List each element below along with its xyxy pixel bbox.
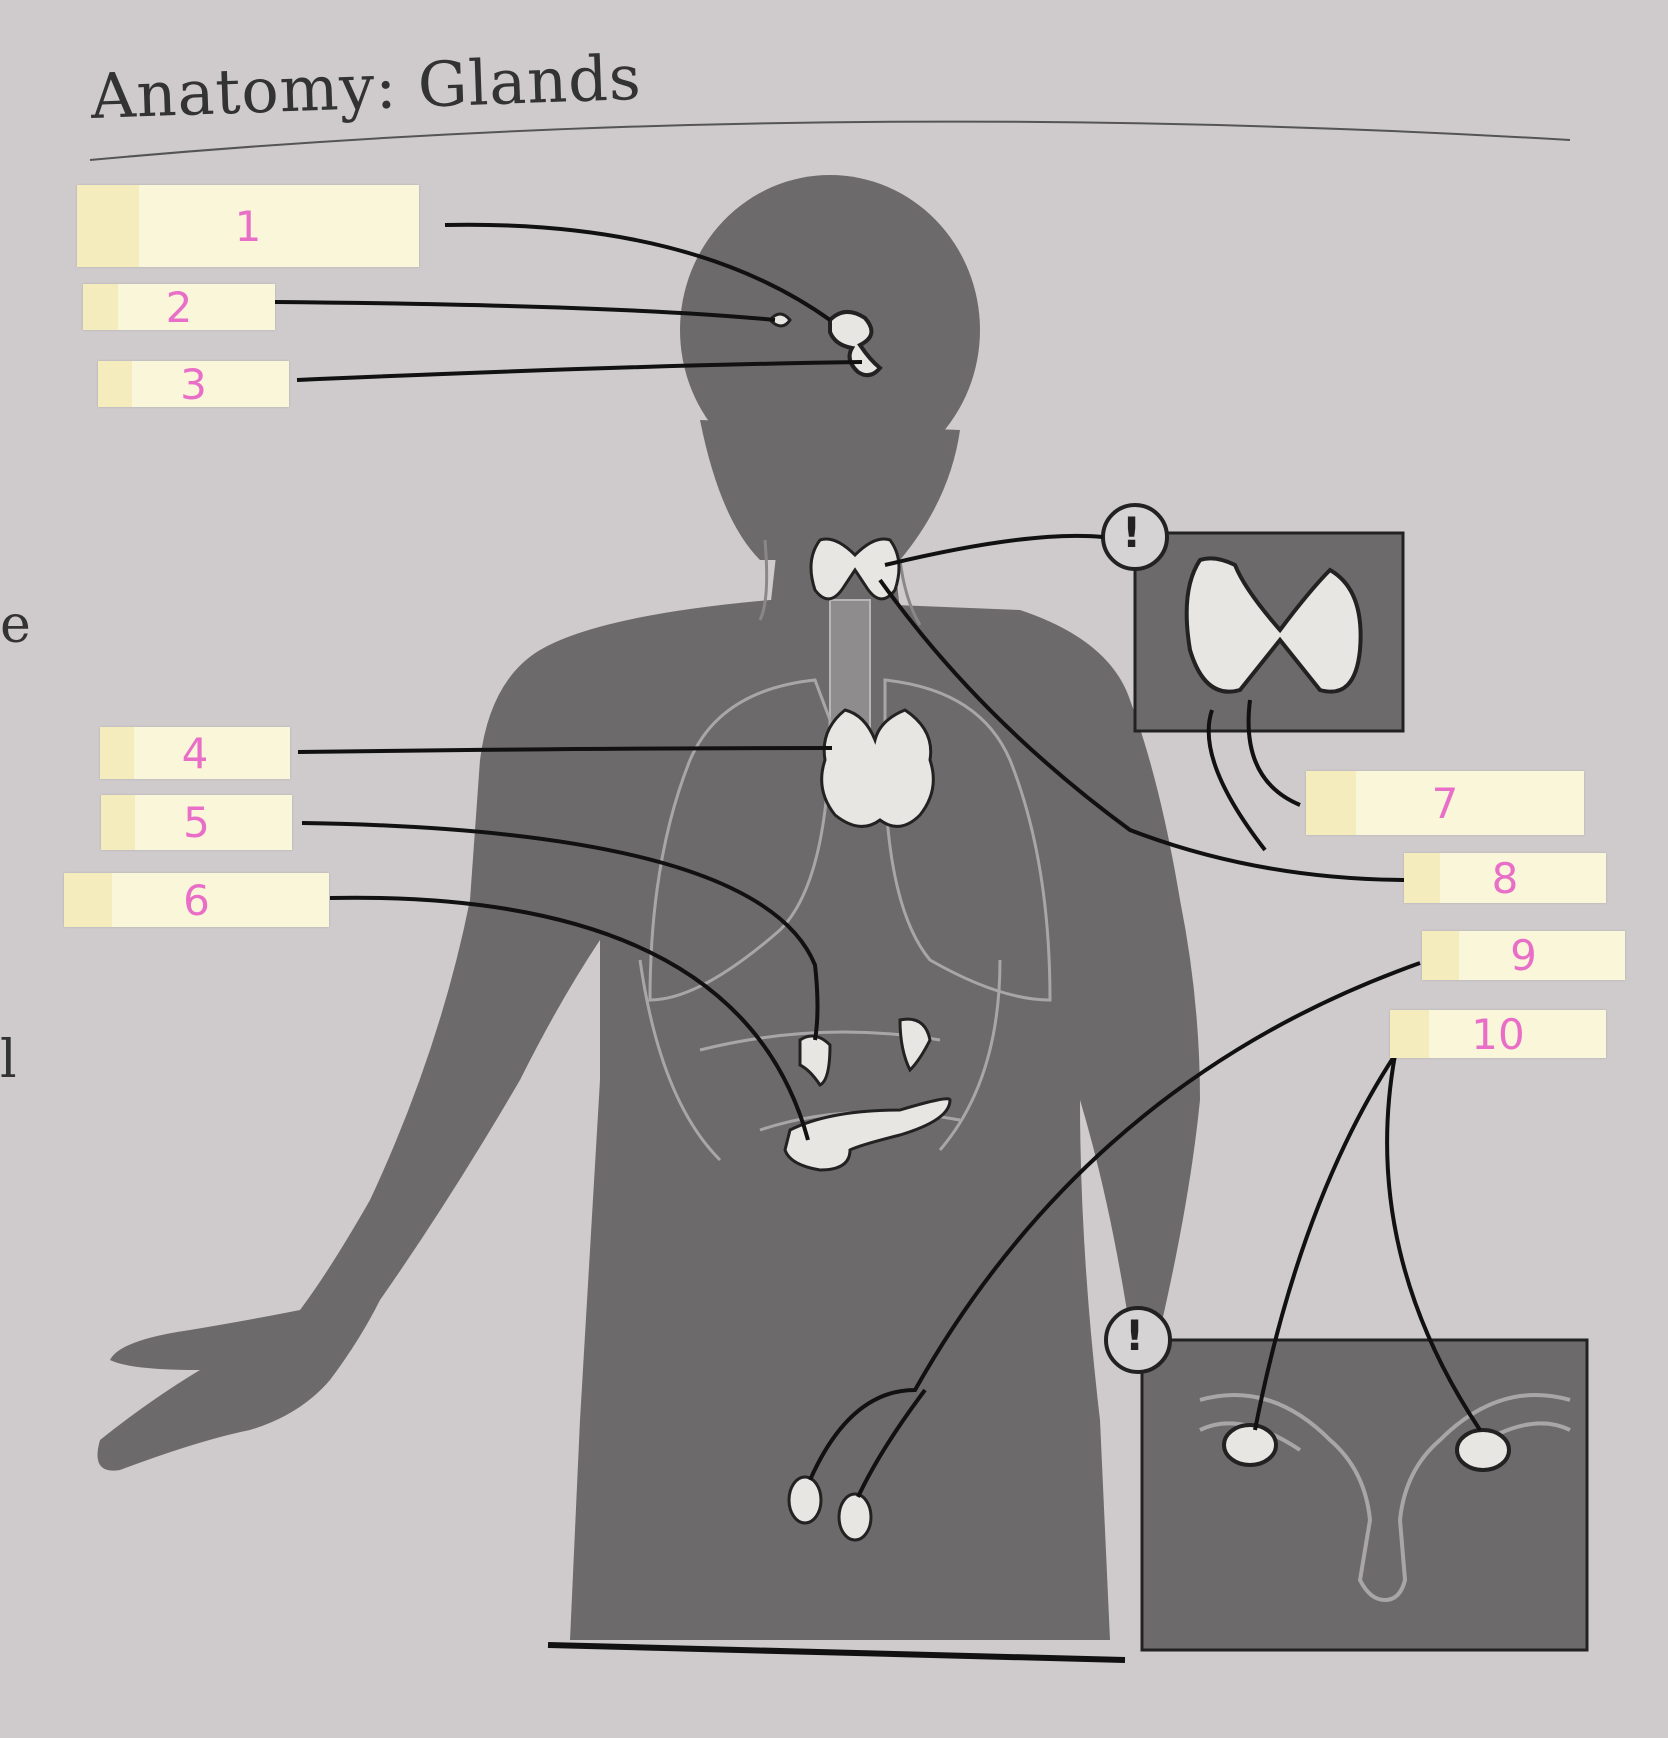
testis-right [837,1492,873,1542]
trachea [829,599,871,731]
thymus-gland [820,708,935,828]
label-box-adrenal[interactable]: 5 [101,795,292,850]
label-number: 1 [234,201,262,251]
thyroid-gland [809,537,901,601]
adrenal-glands [798,1017,932,1087]
label-number: 6 [183,875,210,925]
label-box-pineal[interactable]: 2 [83,282,275,332]
hypothalamus-pituitary [828,310,883,378]
thyroid-inset-detail [1184,556,1363,694]
label-number: 9 [1510,931,1537,980]
base-line [547,1642,1126,1663]
leader-lines [274,222,1482,1498]
label-number: 7 [1431,778,1459,828]
label-box-hypothalamus[interactable]: 1 [77,185,419,267]
label-number: 4 [181,728,209,778]
testis-left [787,1475,823,1525]
margin-fragment-text: e [0,595,31,655]
label-box-thyroid[interactable]: 8 [1404,853,1606,903]
label-box-parathyroid[interactable]: 7 [1306,771,1584,835]
label-number: 3 [180,359,207,409]
label-box-ovaries[interactable]: 10 [1390,1009,1606,1059]
margin-fragment-text: l [0,1030,17,1090]
label-box-thymus[interactable]: 4 [100,727,290,779]
label-number: 10 [1471,1009,1525,1059]
label-box-pituitary[interactable]: 3 [98,359,289,409]
label-number: 2 [165,282,193,332]
alert-icon [1104,1306,1172,1374]
label-box-pancreas[interactable]: 6 [64,873,329,927]
ovaries [1222,1423,1511,1472]
title-underline [89,120,1571,161]
label-number: 8 [1491,853,1519,903]
alert-icon-glyph: ! [1125,1311,1145,1360]
label-number: 5 [183,798,210,847]
pancreas [783,1097,952,1172]
alert-icon-glyph: ! [1122,508,1142,557]
label-box-testes[interactable]: 9 [1422,931,1625,980]
pineal-gland [768,312,792,328]
